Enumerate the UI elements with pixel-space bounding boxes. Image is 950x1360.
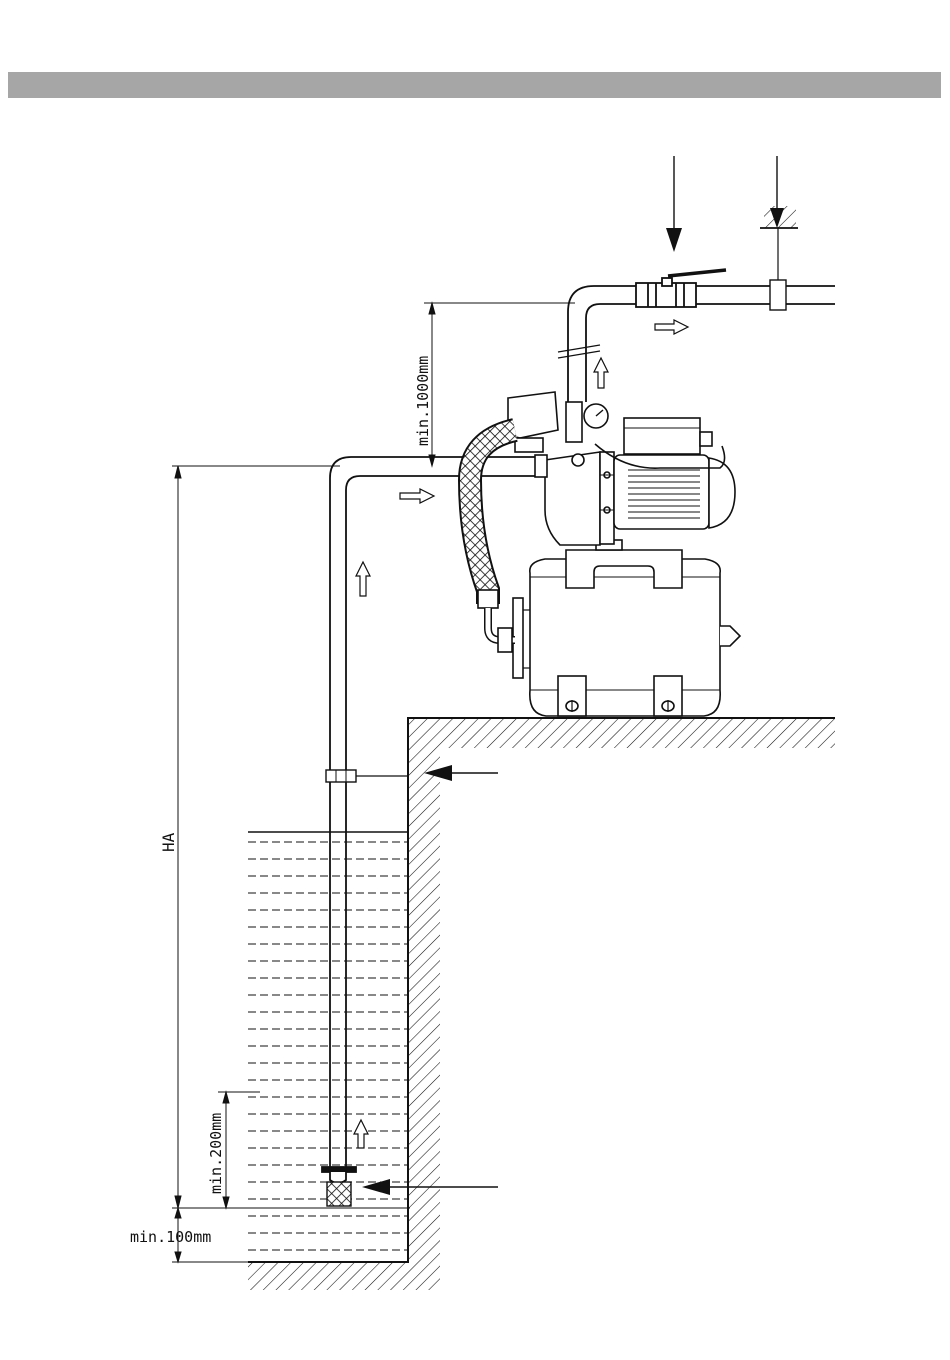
- label-min-100: min.100mm: [130, 1228, 211, 1246]
- flow-arrow-suction-up: [356, 562, 370, 596]
- label-min-200: min.200mm: [207, 1113, 225, 1194]
- pointer-arrow-valve: [666, 156, 682, 252]
- flow-arrow-suction-horizontal: [400, 489, 434, 503]
- braided-hose: [470, 430, 515, 652]
- flow-arrow-outlet: [655, 320, 688, 334]
- label-min-1000: min.1000mm: [414, 356, 432, 446]
- flow-arrow-well: [354, 1120, 368, 1148]
- pump-unit: [508, 392, 740, 716]
- label-ha: HA: [159, 832, 178, 852]
- flow-arrow-riser: [594, 358, 608, 388]
- header-bar: [8, 72, 941, 98]
